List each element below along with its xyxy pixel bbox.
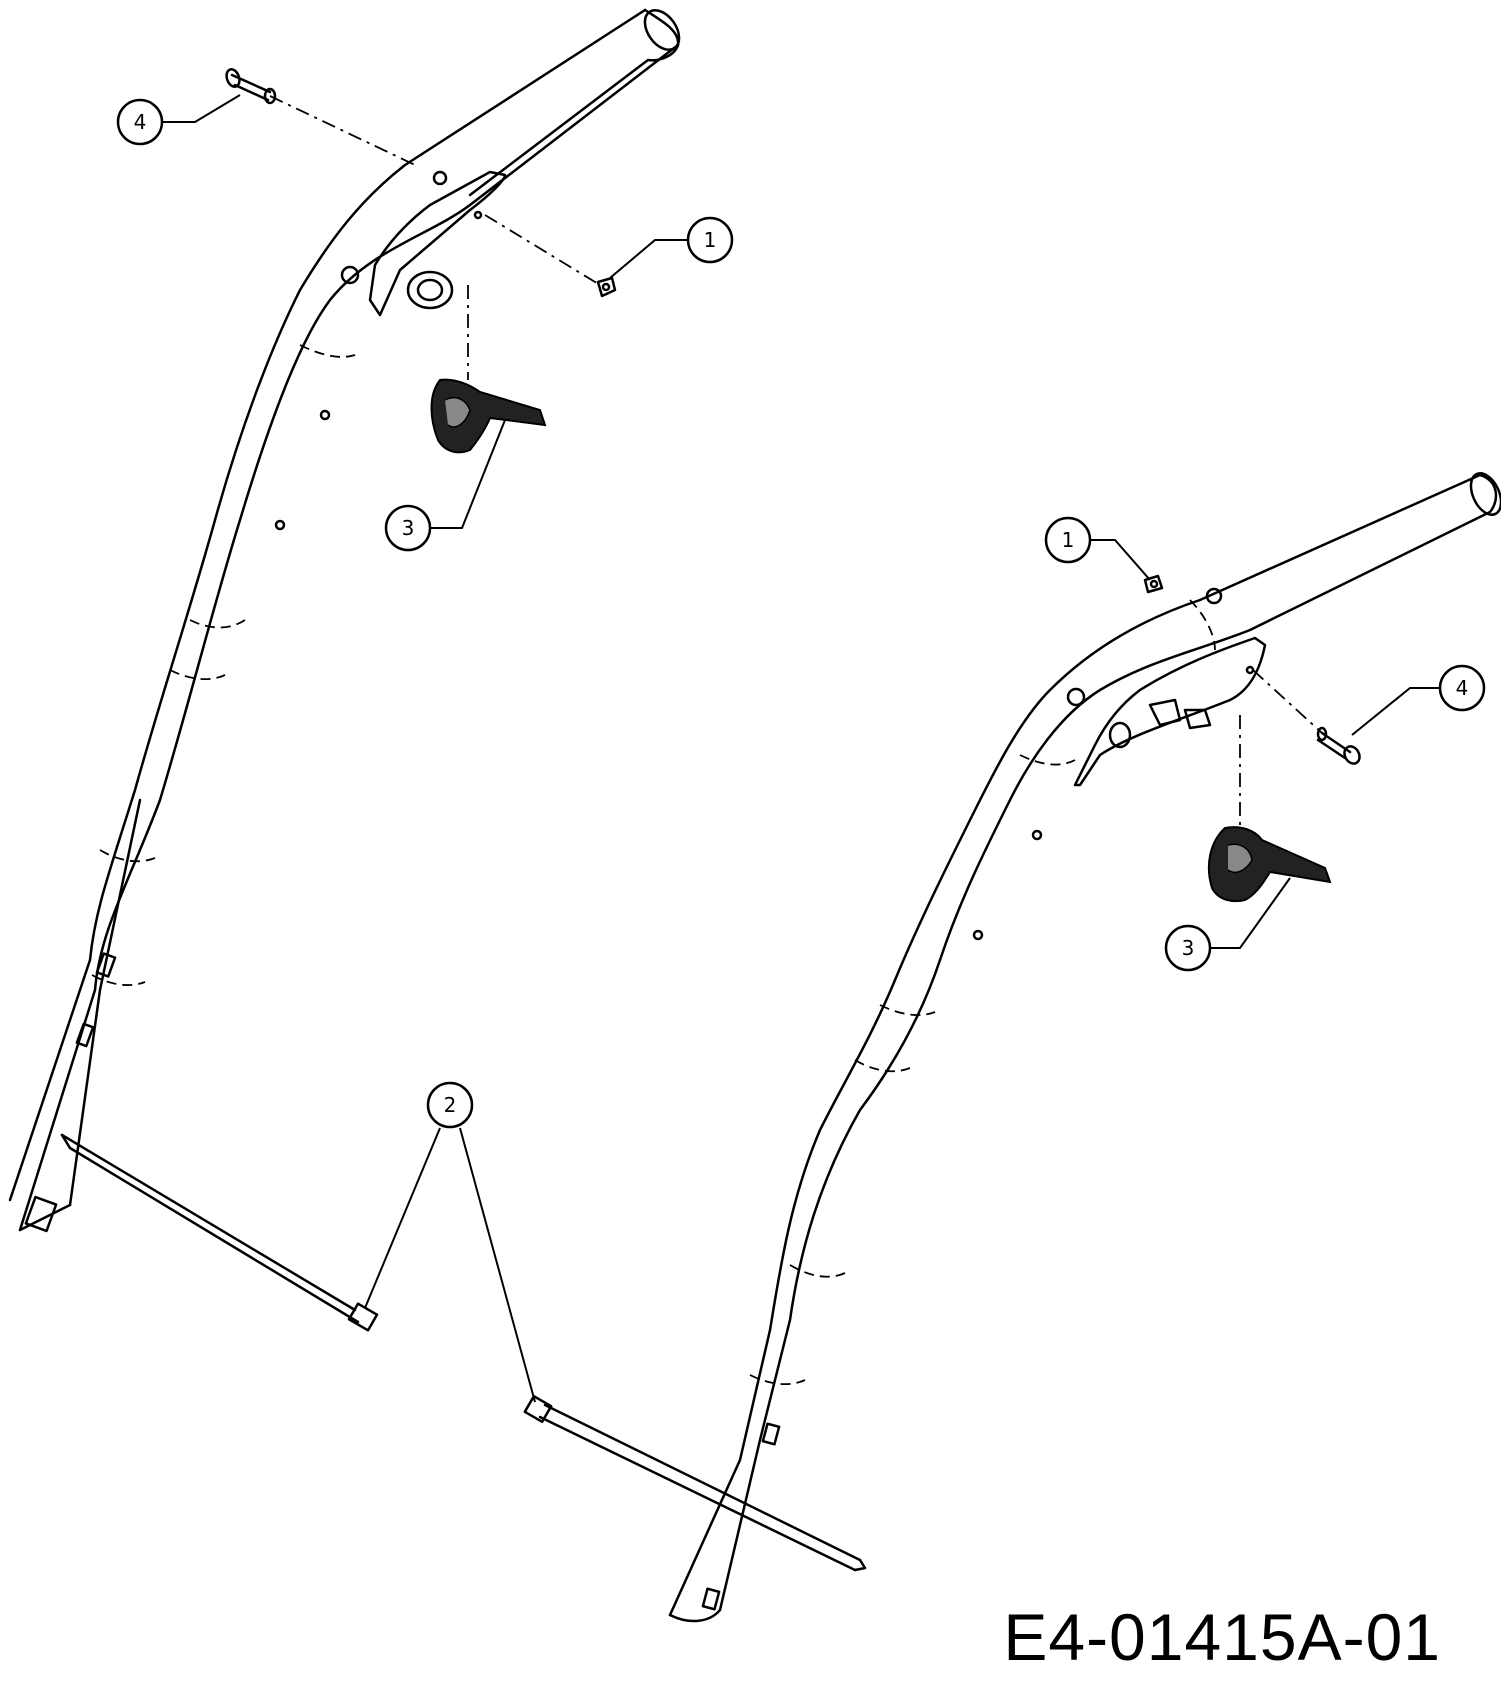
left-nut-part-1 xyxy=(596,276,617,298)
right-handle-bar xyxy=(668,472,1501,1623)
left-bracket-plate xyxy=(368,170,507,317)
callout-1-left: 1 xyxy=(686,216,734,264)
right-nut-part-1 xyxy=(1143,574,1164,594)
callout-label: 4 xyxy=(134,110,147,134)
left-handle-bar xyxy=(8,8,681,1233)
callout-4-left: 4 xyxy=(116,98,164,146)
callout-label: 3 xyxy=(402,516,415,540)
right-bracket-plate xyxy=(1073,636,1267,787)
callout-3-left: 3 xyxy=(384,504,432,552)
right-bolt-part-4 xyxy=(1316,726,1361,765)
callout-2: 2 xyxy=(426,1081,474,1129)
left-bolt-part-4 xyxy=(225,68,277,105)
drawing-code: E4-01415A-01 xyxy=(1003,1600,1441,1674)
callout-3-right: 3 xyxy=(1164,924,1212,972)
cable-tie-right-part-2 xyxy=(523,1394,867,1572)
callout-label: 4 xyxy=(1456,676,1469,700)
callout-4-right: 4 xyxy=(1438,664,1486,712)
right-lever-part-3 xyxy=(1207,826,1332,903)
callout-label: 1 xyxy=(1062,528,1075,552)
callout-label: 2 xyxy=(444,1093,457,1117)
left-lever-part-3 xyxy=(430,378,547,454)
cable-tie-left-part-2 xyxy=(60,1133,379,1332)
callout-1-right: 1 xyxy=(1044,516,1092,564)
callout-label: 3 xyxy=(1182,936,1195,960)
callout-label: 1 xyxy=(704,228,717,252)
